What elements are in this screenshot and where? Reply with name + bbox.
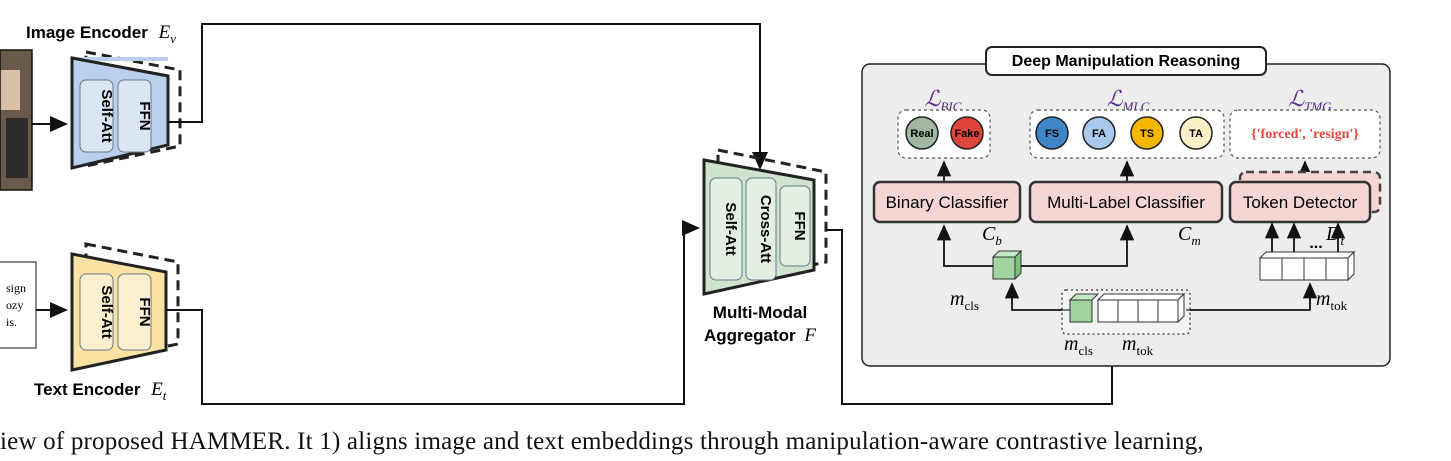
snippet-line-3: is.	[6, 315, 17, 329]
image-encoder-title: Image Encoder	[26, 23, 148, 42]
token-output-group: {'forced', 'resign'}	[1229, 109, 1381, 159]
m-cls-label-upper: mcls	[950, 288, 979, 313]
ta-label: TA	[1189, 128, 1203, 140]
reasoning-title: Deep Manipulation Reasoning	[1012, 53, 1240, 70]
text-encoder-title: Text Encoder	[34, 380, 141, 399]
token-output-text: {'forced', 'resign'}	[1251, 127, 1359, 142]
fake-circle	[950, 116, 984, 150]
text-ffn-label: FFN	[136, 297, 153, 326]
m-tok-label-upper: mtok	[1316, 288, 1348, 313]
real-circle	[905, 116, 939, 150]
fa-label: FA	[1092, 128, 1106, 140]
snippet-line-1: sign	[6, 281, 26, 295]
fs-label: FS	[1045, 128, 1059, 140]
text-self-att-label: Self-Att	[98, 285, 115, 338]
svg-text:Text Encoder Et: Text Encoder Et	[34, 379, 167, 403]
ts-circle	[1130, 116, 1164, 150]
aggregator-title-1: Multi-Modal	[713, 303, 807, 322]
ta-circle	[1179, 116, 1213, 150]
m-cls-label-lower: mcls	[1064, 333, 1093, 358]
agg-cross-att-label: Cross-Att	[757, 195, 774, 263]
svg-text:Cb: Cb	[982, 223, 1002, 248]
image-encoder-symbol: E	[158, 22, 171, 43]
fs-circle	[1035, 116, 1069, 150]
agg-self-att-label: Self-Att	[722, 202, 739, 255]
input-text-box: sign ozy is.	[0, 261, 37, 349]
binary-classifier-label: Binary Classifier	[886, 193, 1009, 212]
fake-label: Fake	[954, 128, 979, 140]
svg-text:Cm: Cm	[1178, 223, 1201, 248]
snippet-line-2: ozy	[6, 298, 23, 312]
token-detector-label: Token Detector	[1243, 193, 1358, 212]
token-ellipsis: ...	[1309, 235, 1322, 252]
input-image	[0, 49, 33, 191]
cls-embedding-cube	[991, 249, 1023, 281]
token-embeddings-upper	[1258, 250, 1356, 282]
image-encoder: Image Encoder Ev Self-Att FFN	[26, 22, 182, 170]
svg-text:Aggregator F: Aggregator F	[704, 325, 816, 346]
image-to-aggregator-line	[168, 23, 768, 170]
mcls-up-arrow	[1004, 282, 1070, 311]
aggregator-title-2: Aggregator	[704, 326, 796, 345]
cls-to-binary-arrow	[936, 224, 993, 267]
agg-ffn-label: FFN	[791, 211, 808, 240]
mtok-up-arrow	[1186, 282, 1318, 311]
multi-label-classifier-label: Multi-Label Classifier	[1047, 193, 1205, 212]
multi-label-classifier: Multi-Label Classifier Cm	[1028, 180, 1224, 248]
binary-classifier: Binary Classifier Cb	[872, 180, 1022, 248]
multi-modal-aggregator: Self-Att Cross-Att FFN Multi-Modal Aggre…	[702, 148, 828, 346]
text-encoder: Self-Att FFN Text Encoder Et	[34, 242, 180, 403]
token-detector: Token Detector Dt	[1228, 170, 1382, 248]
real-label: Real	[910, 128, 933, 140]
combined-embeddings	[1061, 289, 1191, 335]
ts-label: TS	[1140, 128, 1154, 140]
binary-output-group: Real Fake	[897, 109, 991, 159]
figure-caption: iew of proposed HAMMER. It 1) aligns ima…	[0, 428, 1204, 455]
svg-text:Image Encoder Ev: Image Encoder Ev	[26, 22, 176, 46]
aggregator-output-line	[826, 229, 1120, 405]
text-to-aggregator-line	[166, 220, 700, 405]
cls-to-multi-arrow	[1021, 224, 1135, 267]
m-tok-label-lower: mtok	[1122, 333, 1154, 358]
multi-label-output-group: FS FA TS TA	[1029, 109, 1225, 159]
image-self-att-label: Self-Att	[98, 89, 115, 142]
fa-circle	[1082, 116, 1116, 150]
image-ffn-label: FFN	[136, 101, 153, 130]
